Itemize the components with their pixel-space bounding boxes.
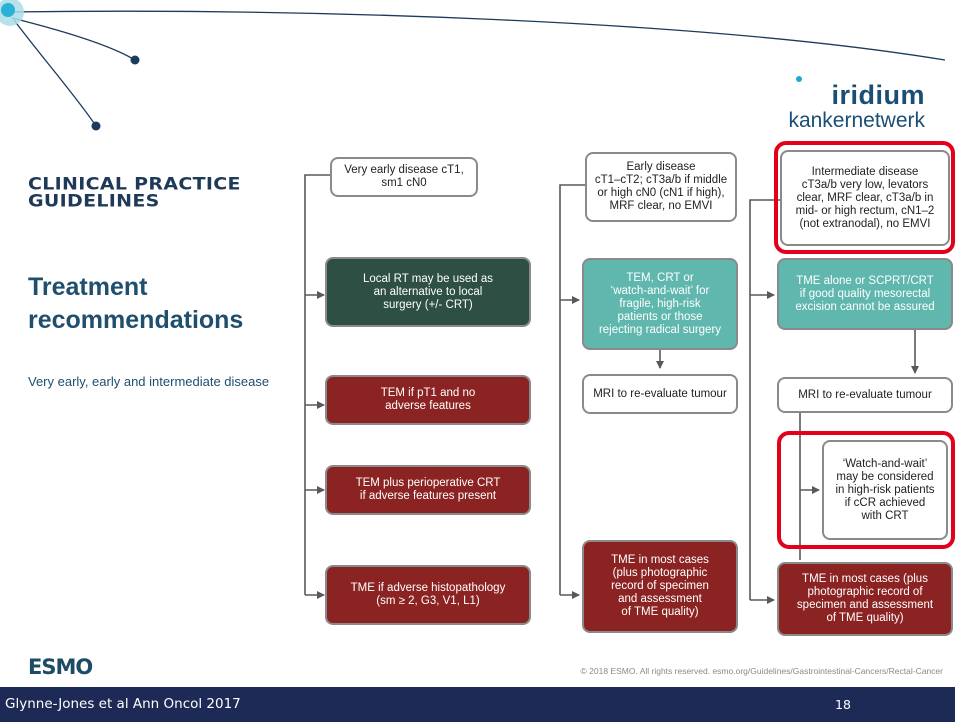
intermediate-mri-box: MRI to re-evaluate tumour bbox=[777, 377, 953, 413]
tem-pt1-box: TEM if pT1 and no adverse features bbox=[325, 375, 531, 425]
page-heading: Treatment recommendations bbox=[28, 273, 244, 334]
very-early-disease-box: Very early disease cT1, sm1 cN0 bbox=[330, 157, 478, 197]
guidelines-title: CLINICAL PRACTICE GUIDELINES bbox=[28, 176, 241, 210]
footer-bar: Glynne-Jones et al Ann Oncol 2017 18 bbox=[0, 687, 955, 722]
local-rt-box: Local RT may be used as an alternative t… bbox=[325, 257, 531, 327]
brand-subname: kankernetwerk bbox=[788, 109, 925, 132]
intermediate-tme-box: TME in most cases (plus photographic rec… bbox=[777, 562, 953, 636]
watch-and-wait-box: ‘Watch-and-wait’ may be considered in hi… bbox=[822, 440, 948, 540]
tem-perioperative-crt-box: TEM plus perioperative CRT if adverse fe… bbox=[325, 465, 531, 515]
esmo-logo: ESMO bbox=[28, 655, 93, 679]
guidelines-title-text: CLINICAL PRACTICE GUIDELINES bbox=[28, 174, 241, 212]
page-number: 18 bbox=[835, 697, 851, 712]
page-subtitle: Very early, early and intermediate disea… bbox=[28, 374, 270, 389]
copyright-text: © 2018 ESMO. All rights reserved. esmo.o… bbox=[580, 666, 943, 676]
intermediate-disease-box: Intermediate disease cT3a/b very low, le… bbox=[780, 150, 950, 246]
tme-alone-scprt-box: TME alone or SCPRT/CRT if good quality m… bbox=[777, 258, 953, 330]
early-mri-box: MRI to re-evaluate tumour bbox=[582, 374, 738, 414]
intermediate-disease-highlight bbox=[774, 141, 955, 254]
brand-name: iridium bbox=[831, 80, 925, 110]
iridium-logo: iridium kankernetwerk bbox=[788, 76, 925, 132]
logo-dot-icon bbox=[796, 76, 803, 82]
early-tme-box: TME in most cases (plus photographic rec… bbox=[582, 540, 738, 633]
watch-and-wait-highlight bbox=[777, 431, 955, 549]
decorative-network-graphic bbox=[0, 0, 946, 131]
flowchart-connectors bbox=[304, 174, 919, 604]
tme-adverse-histopathology-box: TME if adverse histopathology (sm ≥ 2, G… bbox=[325, 565, 531, 625]
citation: Glynne-Jones et al Ann Oncol 2017 bbox=[5, 696, 241, 712]
tem-crt-watch-wait-box: TEM, CRT or ‘watch-and-wait’ for fragile… bbox=[582, 258, 738, 350]
early-disease-box: Early disease cT1–cT2; cT3a/b if middle … bbox=[585, 152, 737, 222]
